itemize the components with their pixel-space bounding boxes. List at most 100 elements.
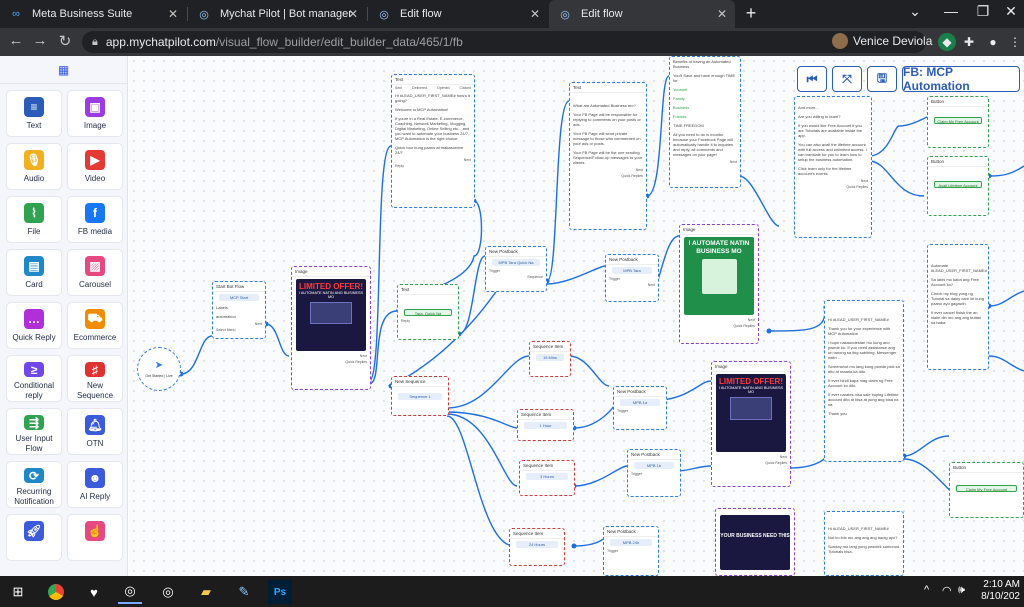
sidebar-item-audio[interactable]: 🎙︎Audio	[6, 143, 62, 190]
sidebar-item-user-input-flow[interactable]: ⇶User Input Flow	[6, 408, 62, 455]
sequence-item-node[interactable]: Sequence Item 15 Mins	[529, 341, 571, 377]
image-node[interactable]: Image LIMITED OFFER! I AUTOMATE NATIN AN…	[291, 266, 371, 390]
wifi-icon[interactable]: ◠	[942, 585, 952, 597]
node-port[interactable]: Quick Replies	[345, 360, 367, 364]
node-pill[interactable]: MPB 1b	[634, 462, 674, 469]
sequence-item-node[interactable]: Sequence Item 24 Hours	[509, 528, 565, 566]
new-tab-icon[interactable]: +	[745, 3, 757, 23]
extension-icon[interactable]: ◆	[938, 33, 956, 51]
file-explorer-icon[interactable]: ▰	[201, 584, 211, 599]
mychatpilot-taskbar-icon[interactable]: ◎	[118, 580, 142, 604]
postback-node[interactable]: New Postback MPB Tara Quick Na Trigger S…	[485, 246, 547, 292]
node-port[interactable]: Select Menu	[216, 328, 236, 332]
text-node[interactable]: Benefits of having an Automated Business…	[669, 56, 741, 188]
node-port[interactable]: Trigger	[631, 472, 642, 476]
mychatpilot-taskbar-icon[interactable]: ◎	[162, 584, 174, 599]
node-port[interactable]: Next	[729, 160, 737, 164]
node-port[interactable]: Next	[779, 455, 787, 459]
node-port[interactable]: Next	[254, 322, 262, 326]
notes-icon[interactable]: ✎	[238, 584, 250, 599]
fit-view-button[interactable]: ⤧	[832, 66, 862, 92]
address-bar[interactable]: 🔒︎ app.mychatpilot.com/visual_flow_build…	[82, 31, 926, 53]
node-pill[interactable]: MPB 1a	[620, 399, 660, 406]
text-node[interactable]: And more... Are you willing to learn? If…	[794, 96, 872, 238]
profile-chip[interactable]: Venice Deviola	[832, 33, 932, 49]
browser-tab-edit-flow-active[interactable]: ◎ Edit flow ✕	[549, 0, 735, 28]
close-icon[interactable]: ✕	[167, 7, 178, 21]
node-pill[interactable]: MPB 24h	[610, 539, 652, 546]
node-port[interactable]: Next	[359, 354, 367, 358]
sequence-item-node[interactable]: Sequence Item 3 Hours	[519, 460, 575, 496]
node-port[interactable]: Quick Replies	[765, 461, 787, 465]
node-pill[interactable]: Claim My Free Account	[934, 117, 982, 124]
account-icon[interactable]: ●	[989, 35, 997, 49]
sidebar-item-carousel[interactable]: ▨Carousel	[67, 249, 123, 296]
forward-icon[interactable]: →	[32, 32, 48, 49]
sidebar-item-ecommerce[interactable]: ⛟Ecommerce	[67, 302, 123, 349]
node-pill[interactable]: 1 Hour	[524, 422, 567, 429]
button-node[interactable]: Button Claim My Free Account	[949, 462, 1024, 518]
chrome-icon[interactable]	[44, 580, 68, 604]
flow-name-button[interactable]: FB: MCP Automation	[902, 65, 1020, 93]
text-node[interactable]: Hi #LEAD_USER_FIRST_NAME# Thank you for …	[824, 300, 904, 462]
node-port[interactable]: Next	[647, 283, 655, 287]
sidebar-item-image[interactable]: ▣Image	[67, 90, 123, 137]
node-pill[interactable]: MCP Start	[219, 294, 259, 301]
sidebar-item-rocket-icon[interactable]: 🚀︎	[6, 514, 62, 561]
window-close-icon[interactable]: ✕	[1005, 3, 1017, 19]
text-node[interactable]: Hi #LEAD_USER_FIRST_NAME# Not ko ibis mo…	[824, 511, 904, 576]
windows-start-icon[interactable]: ⊞	[12, 584, 24, 599]
tab-search-icon[interactable]: ⌄	[909, 3, 921, 19]
image-node[interactable]: YOUR BUSINESS NEED THIS	[715, 508, 795, 576]
start-bot-flow-node[interactable]: Start Bot Flow MCP Start Labels automati…	[212, 281, 266, 339]
sidebar-item-otn[interactable]: 🔔︎OTN	[67, 408, 123, 455]
sidebar-item-conditional-reply[interactable]: ≥Conditional reply	[6, 355, 62, 402]
sequence-item-node[interactable]: Sequence Item 1 Hour	[517, 409, 574, 441]
node-port[interactable]: Next	[463, 158, 471, 162]
postback-node[interactable]: New Postback MPB 1b Trigger	[627, 449, 681, 497]
browser-tab-bot-manager[interactable]: ◎ Mychat Pilot | Bot manager ✕	[188, 0, 366, 28]
close-icon[interactable]: ✕	[529, 7, 540, 21]
skip-start-button[interactable]: ⏮	[797, 66, 827, 92]
button-node[interactable]: Button Claim My Free Account	[927, 96, 989, 148]
node-port[interactable]: Quick Replies	[621, 174, 643, 178]
back-icon[interactable]: ←	[8, 32, 24, 49]
node-port[interactable]: Trigger	[607, 549, 618, 553]
button-node[interactable]: Button Avail Lifetime Account	[927, 156, 989, 216]
node-pill[interactable]: Claim My Free Account	[956, 485, 1017, 492]
image-node[interactable]: Image I AUTOMATE NATIN BUSINESS MO Next …	[679, 224, 759, 344]
save-button[interactable]: 🖫︎	[867, 66, 897, 92]
node-pill[interactable]: Sequence 1	[398, 393, 442, 400]
node-pill[interactable]: 24 Hours	[516, 541, 558, 548]
photoshop-icon[interactable]: Ps	[268, 580, 292, 604]
node-port[interactable]: Next	[860, 179, 868, 183]
node-port[interactable]: Quick Replies	[846, 185, 868, 189]
sidebar-item-file[interactable]: ⌇File	[6, 196, 62, 243]
minimize-icon[interactable]: —	[944, 3, 958, 19]
menu-dots-icon[interactable]: ⋮	[1009, 35, 1021, 49]
node-port[interactable]: Trigger	[617, 409, 628, 413]
node-port[interactable]: Trigger	[489, 269, 500, 273]
node-port[interactable]: Quick Replies	[733, 324, 755, 328]
reload-icon[interactable]: ↻	[58, 33, 72, 50]
chevron-up-icon[interactable]: ^	[924, 584, 930, 596]
browser-tab-meta[interactable]: ∞ Meta Business Suite ✕	[0, 0, 186, 28]
node-pill[interactable]: 15 Mins	[536, 354, 564, 361]
close-icon[interactable]: ✕	[347, 7, 358, 21]
text-node[interactable]: Text What are Automated Business mo? You…	[569, 82, 647, 230]
node-port[interactable]: Trigger	[609, 277, 620, 281]
node-port[interactable]: Next	[635, 168, 643, 172]
sidebar-item-video[interactable]: ▶Video	[67, 143, 123, 190]
sidebar-item-card[interactable]: ▤Card	[6, 249, 62, 296]
node-port[interactable]: Next	[747, 318, 755, 322]
quick-reply-node[interactable]: Text Tara, Quick Na Reply	[397, 284, 459, 340]
sidebar-item-pointer-hand-icon[interactable]: ☝	[67, 514, 123, 561]
sidebar-item-quick-reply[interactable]: …Quick Reply	[6, 302, 62, 349]
node-port[interactable]: Reply	[395, 164, 404, 168]
flow-canvas[interactable]: ➤ Get Started | Live Start Bot Flow MCP …	[129, 56, 1024, 576]
sequence-node[interactable]: New Sequence Sequence 1	[391, 376, 449, 416]
grid-menu-icon[interactable]: ▦	[0, 56, 127, 84]
node-port[interactable]: Sequence	[527, 275, 543, 279]
browser-tab-edit-flow[interactable]: ◎ Edit flow ✕	[368, 0, 548, 28]
image-node[interactable]: Image LIMITED OFFER! I AUTOMATE NATIN AN…	[711, 361, 791, 487]
